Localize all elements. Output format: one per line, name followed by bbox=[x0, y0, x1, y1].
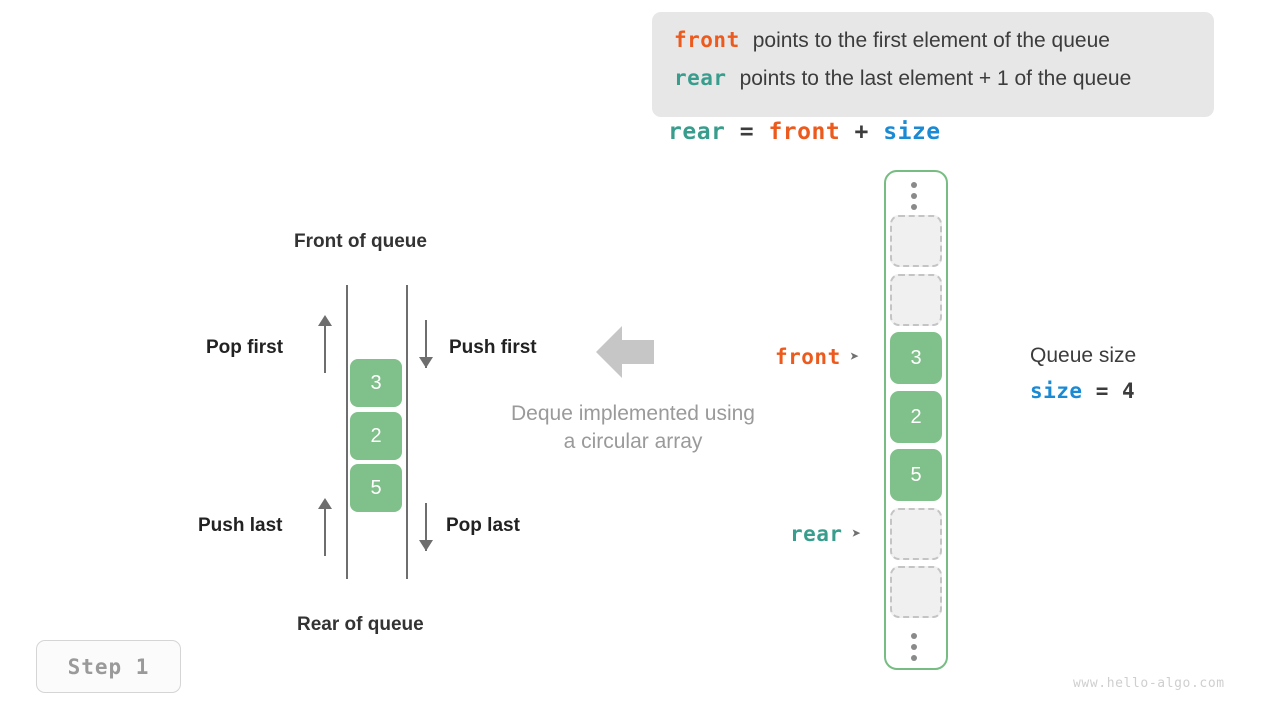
front-pointer-text: front bbox=[775, 345, 841, 369]
formula-rear-term: rear bbox=[668, 119, 726, 145]
deque-cell: 3 bbox=[350, 359, 402, 407]
push-last-arrowhead-icon bbox=[318, 498, 332, 509]
legend-line-front: front points to the first element of the… bbox=[674, 28, 1192, 66]
array-cell-filled: 2 bbox=[890, 391, 942, 443]
formula-size-term: size bbox=[883, 119, 941, 145]
push-first-arrow-down-icon bbox=[425, 320, 427, 368]
left-pointing-arrow-icon bbox=[596, 326, 654, 378]
circular-array-container bbox=[884, 170, 948, 670]
deque-caption: Deque implemented using a circular array bbox=[483, 400, 783, 456]
formula-plus: + bbox=[840, 119, 884, 145]
formula-front-term: front bbox=[768, 119, 841, 145]
legend-text-rear: points to the last element + 1 of the qu… bbox=[739, 67, 1132, 90]
push-last-label: Push last bbox=[198, 515, 283, 536]
push-first-arrowhead-icon bbox=[419, 357, 433, 368]
array-cell-empty bbox=[890, 215, 942, 267]
caption-line-2: a circular array bbox=[563, 430, 703, 453]
legend-line-rear: rear points to the last element + 1 of t… bbox=[674, 66, 1192, 104]
deque-channel-left-line bbox=[346, 285, 348, 579]
deque-channel-right-line bbox=[406, 285, 408, 579]
queue-size-label: Queue size bbox=[1030, 344, 1137, 367]
pop-first-arrowhead-icon bbox=[318, 315, 332, 326]
rear-formula: rear = front + size bbox=[668, 119, 941, 145]
rear-of-queue-heading: Rear of queue bbox=[297, 614, 424, 635]
array-cell-empty bbox=[890, 508, 942, 560]
push-last-arrow-up-icon bbox=[324, 508, 326, 556]
watermark: www.hello-algo.com bbox=[1073, 676, 1225, 691]
array-cell-empty bbox=[890, 566, 942, 618]
legend-text-front: points to the first element of the queue bbox=[752, 29, 1110, 52]
pop-last-arrow-down-icon bbox=[425, 503, 427, 551]
push-first-label: Push first bbox=[449, 337, 537, 358]
queue-size-equals: = bbox=[1082, 379, 1123, 403]
pop-last-label: Pop last bbox=[446, 515, 520, 536]
array-cell-filled: 3 bbox=[890, 332, 942, 384]
array-ellipsis-top-icon bbox=[911, 182, 919, 215]
deque-cell: 5 bbox=[350, 464, 402, 512]
pop-first-label: Pop first bbox=[206, 337, 284, 358]
pop-last-arrowhead-icon bbox=[419, 540, 433, 551]
array-cell-empty bbox=[890, 274, 942, 326]
legend-box: front points to the first element of the… bbox=[652, 12, 1214, 117]
legend-keyword-front: front bbox=[674, 28, 740, 52]
rear-pointer-label: rear ➤ bbox=[790, 522, 862, 546]
step-badge: Step 1 bbox=[36, 640, 181, 693]
queue-size-var: size bbox=[1030, 379, 1083, 403]
queue-size-value: 4 bbox=[1122, 379, 1136, 403]
deque-cell: 2 bbox=[350, 412, 402, 460]
front-of-queue-heading: Front of queue bbox=[294, 231, 427, 252]
caption-line-1: Deque implemented using bbox=[511, 402, 755, 425]
rear-pointer-arrow-icon: ➤ bbox=[851, 524, 862, 543]
rear-pointer-text: rear bbox=[790, 522, 843, 546]
array-cell-filled: 5 bbox=[890, 449, 942, 501]
front-pointer-label: front ➤ bbox=[775, 345, 860, 369]
front-pointer-arrow-icon: ➤ bbox=[849, 347, 860, 366]
queue-size-expression: size = 4 bbox=[1030, 379, 1135, 403]
legend-keyword-rear: rear bbox=[674, 66, 727, 90]
pop-first-arrow-up-icon bbox=[324, 325, 326, 373]
formula-equals: = bbox=[725, 119, 769, 145]
array-ellipsis-bottom-icon bbox=[911, 633, 919, 666]
